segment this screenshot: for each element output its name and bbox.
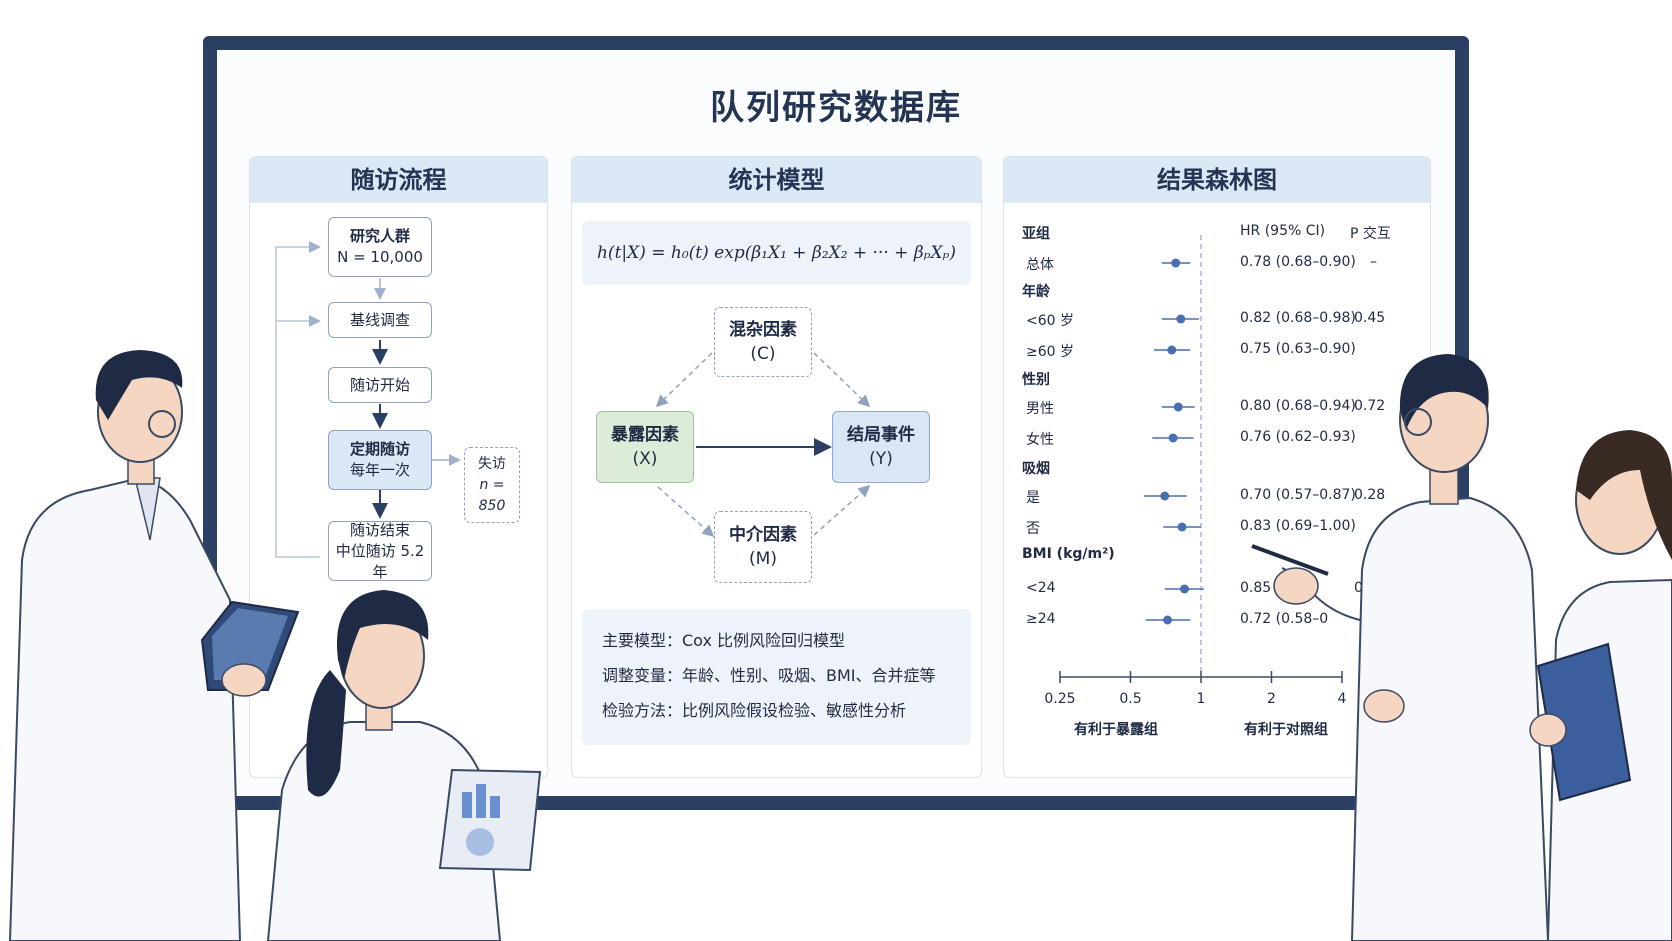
hr-point (1176, 314, 1186, 324)
exposure-code: (X) (632, 449, 658, 469)
hr-point (1171, 258, 1181, 268)
favor-exposed-label: 有利于暴露组 (1074, 722, 1158, 738)
forest-panel-title: 结果森林图 (1004, 157, 1430, 203)
subgroup-label: 女性 (1026, 432, 1054, 448)
flow-connectors (275, 241, 461, 558)
hr-ci-value: 0.78 (0.68–0.90) (1240, 254, 1356, 270)
hr-ci-value: 0.70 (0.57–0.87) (1240, 487, 1356, 503)
favor-control-label: 有利于对照组 (1244, 722, 1328, 738)
p-interaction-value: 0.72 (1354, 398, 1386, 414)
adjustment-note: 调整变量：年龄、性别、吸烟、BMI、合并症等 (602, 666, 936, 685)
flow-panel: 随访流程 研究人群 N = 10,000 基线调查 (249, 156, 548, 778)
exposure-node: 暴露因素 (X) (596, 411, 694, 483)
forest-panel: 结果森林图 亚组 HR (95% CI) P 交互 有利于暴露组 有利于对照组 … (1003, 156, 1431, 778)
subgroup-label: 总体 (1026, 257, 1054, 273)
dag-arrows (655, 352, 871, 537)
followup-start-box: 随访开始 (328, 367, 432, 403)
cohort-count: N = 10,000 (337, 248, 423, 266)
hr-ci-value: 0.75 (0.63–0.90) (1240, 341, 1356, 357)
hr-column-header: HR (95% CI) (1240, 223, 1326, 239)
confounder-label: 混杂因素 (729, 320, 797, 340)
flow-panel-title: 随访流程 (250, 157, 547, 203)
mediator-code: (M) (749, 549, 777, 569)
p-interaction-value: 0.28 (1354, 487, 1386, 503)
cohort-label: 研究人群 (349, 227, 410, 245)
subgroup-column-header: 亚组 (1022, 226, 1050, 242)
hr-ci-value: 0.72 (0.58–0 (1240, 611, 1329, 627)
subgroup-label: ≥24 (1026, 611, 1056, 627)
hr-point (1177, 522, 1187, 532)
forest-plot: 亚组 HR (95% CI) P 交互 有利于暴露组 有利于对照组 0.25 0.… (1004, 157, 1430, 777)
median-followup: 中位随访 5.2 年 (335, 541, 425, 581)
subgroup-label: <24 (1026, 580, 1056, 596)
x-tick-label: 0.25 (1044, 691, 1076, 707)
subgroup-header: 性别 (1022, 372, 1050, 388)
model-panel-title: 统计模型 (572, 157, 981, 203)
x-tick-label: 0.5 (1119, 691, 1142, 707)
p-interaction-value: – (1370, 254, 1377, 270)
p-interaction-value: 0.31 (1354, 580, 1386, 596)
baseline-label: 基线调查 (349, 310, 410, 329)
followup-start-label: 随访开始 (349, 375, 410, 394)
subgroup-label: ≥60 岁 (1026, 344, 1074, 360)
confounder-code: (C) (750, 344, 776, 364)
x-tick-label: 4 (1337, 691, 1347, 707)
regular-followup-label: 定期随访 (349, 440, 410, 458)
test-method-note: 检验方法：比例风险假设检验、敏感性分析 (602, 701, 907, 720)
hr-ci-value: 0.80 (0.68–0.94) (1240, 398, 1356, 414)
followup-end-box: 随访结束 中位随访 5.2 年 (328, 521, 432, 581)
outcome-node: 结局事件 (Y) (832, 411, 930, 483)
regular-followup-box: 定期随访 每年一次 (328, 430, 432, 490)
main-model-note: 主要模型：Cox 比例风险回归模型 (602, 631, 846, 650)
cohort-box: 研究人群 N = 10,000 (328, 217, 432, 277)
hr-ci-value: 0.85 (0.70 (1240, 580, 1313, 596)
cox-formula: h(t|X) = h₀(t) exp(β₁X₁ + β₂X₂ + ··· + β… (582, 221, 971, 285)
subgroup-header: 年龄 (1022, 284, 1050, 300)
subgroup-header: BMI (kg/m²) (1022, 546, 1115, 562)
forest-plot-marks (1059, 235, 1343, 683)
loss-count: n = 850 (478, 476, 506, 514)
hr-point (1168, 433, 1178, 443)
hr-point (1167, 345, 1177, 355)
mediator-node: 中介因素 (M) (714, 511, 812, 583)
followup-end-label: 随访结束 (349, 520, 410, 539)
hr-point (1160, 491, 1170, 501)
scientist-right-woman (1529, 430, 1672, 941)
outcome-code: (Y) (869, 449, 893, 469)
loss-label: 失访 (478, 455, 506, 472)
hr-point (1173, 402, 1183, 412)
subgroup-label: <60 岁 (1026, 313, 1074, 329)
regular-followup-frequency: 每年一次 (349, 461, 410, 479)
hr-ci-value: 0.76 (0.62–0.93) (1240, 429, 1356, 445)
subgroup-header: 吸烟 (1022, 461, 1050, 477)
whiteboard: 队列研究数据库 随访流程 研究人群 N = 10,000 (203, 36, 1469, 810)
mediator-label: 中介因素 (729, 525, 797, 545)
outcome-label: 结局事件 (847, 425, 915, 445)
x-tick-label: 1 (1196, 691, 1206, 707)
confounder-node: 混杂因素 (C) (714, 307, 812, 377)
baseline-box: 基线调查 (328, 302, 432, 338)
p-interaction-column-header: P 交互 (1350, 226, 1391, 242)
board-title: 队列研究数据库 (710, 88, 962, 128)
exposure-label: 暴露因素 (611, 425, 679, 445)
model-panel: 统计模型 h(t|X) = h₀(t) exp(β₁X₁ + β₂X₂ + ··… (571, 156, 982, 778)
hr-ci-value: 0.82 (0.68–0.98) (1240, 310, 1356, 326)
hr-ci-value: 0.83 (0.69–1.00) (1240, 518, 1356, 534)
hr-point (1163, 615, 1173, 625)
subgroup-label: 男性 (1026, 401, 1054, 417)
p-interaction-value: 0.45 (1354, 310, 1386, 326)
subgroup-label: 否 (1026, 521, 1040, 537)
model-notes: 主要模型：Cox 比例风险回归模型 调整变量：年龄、性别、吸烟、BMI、合并症等… (582, 609, 971, 745)
x-tick-label: 2 (1267, 691, 1276, 707)
hr-point (1179, 584, 1189, 594)
subgroup-label: 是 (1026, 490, 1040, 506)
loss-to-followup-box: 失访 n = 850 (464, 447, 520, 523)
